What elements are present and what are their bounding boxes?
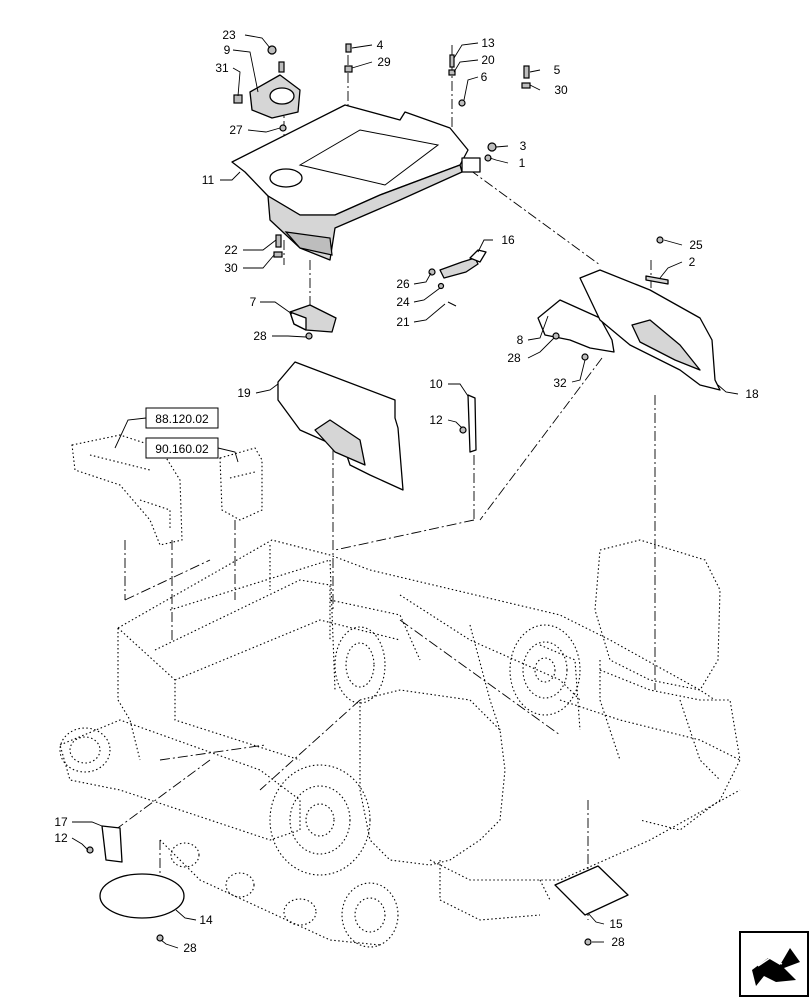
callout-28: 28 bbox=[507, 351, 521, 365]
clip-part-16[interactable] bbox=[428, 249, 487, 307]
callout-29: 29 bbox=[377, 55, 391, 69]
callout-23: 23 bbox=[222, 28, 236, 42]
floor-plate-part-11[interactable] bbox=[231, 104, 481, 261]
callout-21: 21 bbox=[396, 315, 410, 329]
reference-assembly-90-160-02 bbox=[219, 447, 263, 521]
callout-24: 24 bbox=[396, 295, 410, 309]
callout-18: 18 bbox=[745, 387, 759, 401]
plate-part-14[interactable] bbox=[99, 873, 185, 942]
callout-labels: 23 9 31 4 29 13 20 6 5 30 27 3 1 11 22 3… bbox=[54, 28, 759, 955]
bracket-part-8[interactable] bbox=[537, 299, 615, 361]
machine-frame bbox=[59, 539, 741, 948]
arrow-navigation-icon[interactable] bbox=[739, 931, 809, 997]
callout-30: 30 bbox=[224, 261, 238, 275]
callout-15: 15 bbox=[609, 917, 623, 931]
callout-19: 19 bbox=[237, 386, 251, 400]
pin-part-2[interactable] bbox=[645, 275, 669, 285]
callout-3: 3 bbox=[520, 139, 527, 153]
callout-4: 4 bbox=[377, 38, 384, 52]
callout-30: 30 bbox=[554, 83, 568, 97]
leader-lines bbox=[71, 34, 739, 949]
callout-20: 20 bbox=[481, 53, 495, 67]
callout-17: 17 bbox=[54, 815, 68, 829]
plate-part-15[interactable] bbox=[554, 865, 629, 946]
callout-8: 8 bbox=[517, 333, 524, 347]
reference-box-88-120-02[interactable]: 88.120.02 bbox=[114, 407, 219, 449]
callout-27: 27 bbox=[229, 123, 243, 137]
strap-part-10[interactable] bbox=[459, 394, 477, 453]
callout-13: 13 bbox=[481, 36, 495, 50]
callout-25: 25 bbox=[689, 238, 703, 252]
cover-part-17[interactable] bbox=[86, 825, 123, 863]
hardware-top bbox=[273, 43, 664, 258]
callout-26: 26 bbox=[396, 277, 410, 291]
callout-2: 2 bbox=[689, 255, 696, 269]
callout-12: 12 bbox=[429, 413, 443, 427]
callout-1: 1 bbox=[519, 156, 526, 170]
callout-12: 12 bbox=[54, 831, 68, 845]
bracket-part-7[interactable] bbox=[289, 304, 337, 340]
callout-7: 7 bbox=[250, 295, 257, 309]
callout-10: 10 bbox=[429, 377, 443, 391]
reference-box-90-160-02[interactable]: 90.160.02 bbox=[145, 437, 239, 463]
callout-11: 11 bbox=[202, 173, 215, 187]
callout-31: 31 bbox=[215, 61, 229, 75]
callout-16: 16 bbox=[501, 233, 515, 247]
reference-label: 88.120.02 bbox=[155, 412, 209, 426]
panel-part-19[interactable] bbox=[277, 361, 404, 491]
callout-32: 32 bbox=[553, 376, 567, 390]
reference-label: 90.160.02 bbox=[155, 442, 209, 456]
reference-assembly-88-120-02 bbox=[71, 434, 183, 546]
callout-28: 28 bbox=[183, 941, 197, 955]
callout-9: 9 bbox=[224, 43, 231, 57]
cover-part-18[interactable] bbox=[579, 269, 721, 391]
callout-6: 6 bbox=[481, 70, 488, 84]
callout-14: 14 bbox=[199, 913, 213, 927]
callout-22: 22 bbox=[224, 243, 238, 257]
callout-28: 28 bbox=[253, 329, 267, 343]
callout-28: 28 bbox=[611, 935, 625, 949]
callout-5: 5 bbox=[554, 63, 561, 77]
bracket-part-9[interactable] bbox=[233, 45, 301, 132]
